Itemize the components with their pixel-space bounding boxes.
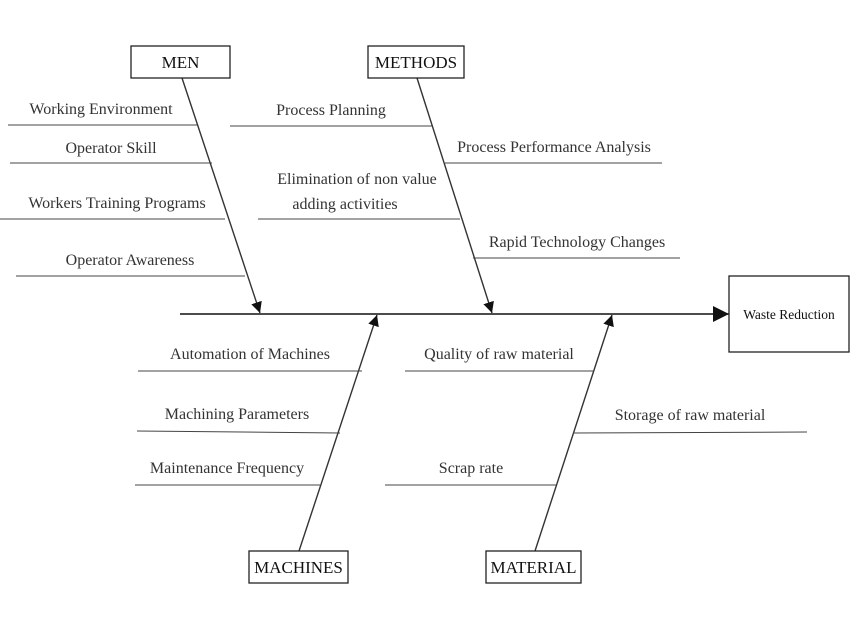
effect-label: Waste Reduction (743, 307, 835, 322)
machines-box (248, 550, 349, 584)
category-machines: MACHINES Automation of Machines Machinin… (135, 314, 379, 584)
material-box (485, 550, 582, 584)
machines-cause: Automation of Machines (170, 346, 330, 363)
machines-label: MACHINES (254, 558, 343, 577)
machines-cause: Maintenance Frequency (150, 460, 304, 477)
category-men: MEN Working Environment Operator Skill W… (0, 45, 262, 314)
men-cause: Working Environment (29, 101, 173, 118)
machines-cause-line (136, 430, 341, 434)
material-cause: Quality of raw material (424, 346, 574, 363)
methods-cause: Elimination of non value (277, 171, 437, 188)
men-cause: Workers Training Programs (28, 195, 205, 212)
men-label: MEN (162, 53, 200, 72)
material-cause: Storage of raw material (615, 407, 766, 424)
methods-box (367, 45, 465, 79)
machines-cause: Machining Parameters (165, 406, 309, 423)
category-methods: METHODS Process Planning Process Perform… (230, 45, 680, 314)
men-cause: Operator Skill (65, 140, 157, 157)
methods-bone (416, 77, 494, 314)
category-material: MATERIAL Quality of raw material Storage… (385, 314, 808, 584)
material-cause: Scrap rate (439, 460, 503, 477)
methods-label: METHODS (375, 53, 457, 72)
men-box (130, 45, 231, 79)
methods-cause: Process Performance Analysis (457, 139, 651, 156)
material-label: MATERIAL (491, 558, 577, 577)
effect-box: Waste Reduction (728, 275, 850, 353)
methods-cause: Rapid Technology Changes (489, 234, 665, 251)
men-cause: Operator Awareness (66, 252, 195, 269)
methods-cause: Process Planning (276, 102, 386, 119)
men-bone (181, 77, 262, 314)
methods-cause: adding activities (292, 196, 397, 213)
material-cause-line (572, 431, 808, 434)
